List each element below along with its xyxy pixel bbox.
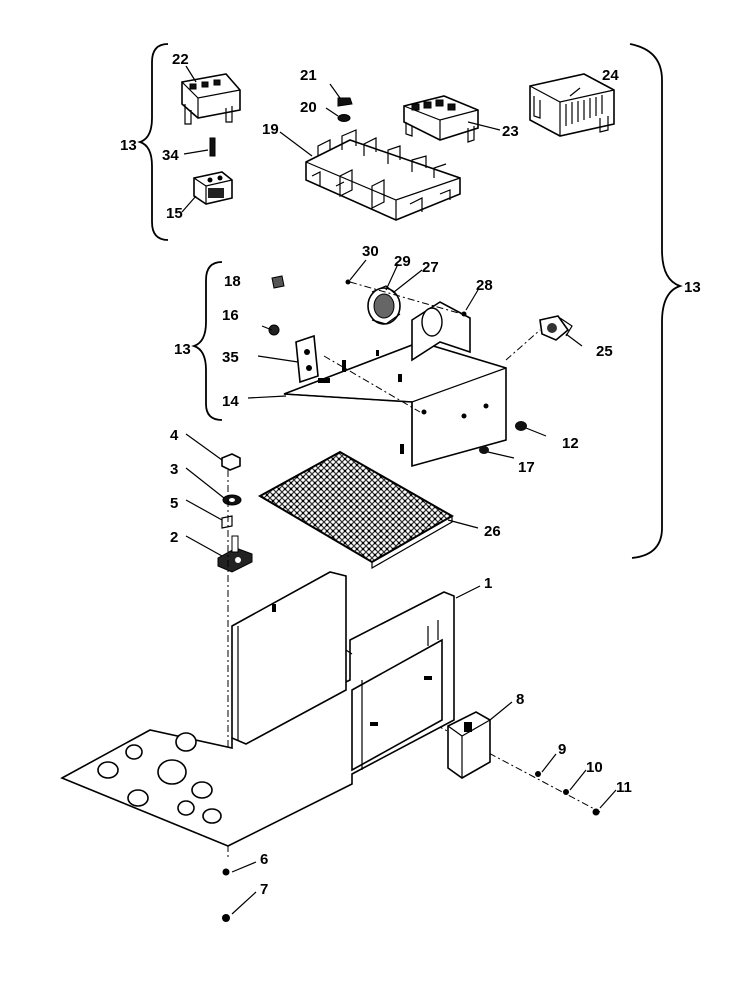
callout-6: 6 [260,851,268,868]
screw-5 [221,515,233,529]
callout-23: 23 [502,123,519,140]
callout-25: 25 [596,343,613,360]
clip-18 [271,275,285,289]
washer-6 [222,868,230,876]
callout-10: 10 [586,759,603,776]
alignment-line-enclosure [323,355,421,413]
washer-3 [222,494,242,506]
callout-17: 17 [518,459,535,476]
callout-35: 35 [222,349,239,366]
block-15 [193,171,233,205]
nut-17 [479,446,489,454]
grommet-16 [268,324,280,336]
callout-13-right: 13 [684,279,701,296]
callout-15: 15 [166,205,183,222]
bracket-group-right [629,43,683,559]
callout-34: 34 [162,147,179,164]
callout-labels: 22 13 34 15 21 20 19 23 24 13 30 29 27 2… [120,51,701,898]
bracket-group-mid [191,261,223,421]
callout-26: 26 [484,523,501,540]
washer-9 [535,771,541,777]
nut-12 [515,421,527,431]
screw-30 [345,279,351,285]
washer-10 [563,789,569,795]
callout-4: 4 [170,427,179,444]
nut-7 [222,914,230,922]
callout-21: 21 [300,67,317,84]
callout-14: 14 [222,393,239,410]
base-frame-19 [305,129,461,221]
callout-12: 12 [562,435,579,452]
pin-34 [209,137,216,157]
callout-19: 19 [262,121,279,138]
callout-1: 1 [484,575,492,592]
main-bracket-1 [60,571,455,847]
callout-3: 3 [170,461,178,478]
leader-lines [181,65,617,915]
callout-9: 9 [558,741,566,758]
callout-13-top: 13 [120,137,137,154]
alignment-line-motor [349,281,463,315]
motor-27 [367,285,401,325]
callout-20: 20 [300,99,317,116]
callout-5: 5 [170,495,178,512]
callout-18: 18 [224,273,241,290]
alignment-line-connector [505,329,541,361]
stud-plate-2 [217,535,253,573]
nut-4 [221,453,241,471]
callout-8: 8 [516,691,524,708]
callout-7: 7 [260,881,268,898]
callout-30: 30 [362,243,379,260]
callout-28: 28 [476,277,493,294]
callout-16: 16 [222,307,239,324]
washer-20 [337,114,351,122]
callout-27: 27 [422,259,439,276]
callout-29: 29 [394,253,411,270]
terminal-block-22 [181,73,241,125]
bracket-group-top [137,43,169,241]
module-8 [447,711,491,779]
terminal-strip-24 [529,73,615,137]
nut-11 [592,808,600,816]
callout-24: 24 [602,67,619,84]
callout-13-mid: 13 [174,341,191,358]
plate-35 [295,334,319,384]
filter-26 [257,450,455,570]
nut-21 [337,97,353,107]
callout-22: 22 [172,51,189,68]
callout-11: 11 [616,779,632,796]
enclosure-14 [283,301,507,468]
screw-28 [461,311,467,317]
connector-25 [539,315,573,341]
terminal-block-23 [403,95,479,143]
callout-2: 2 [170,529,178,546]
